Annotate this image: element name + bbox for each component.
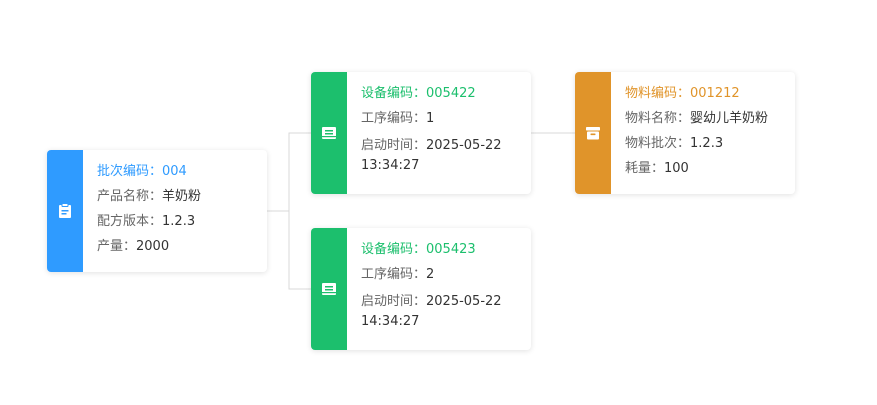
output-quantity-value: 2000 (136, 239, 170, 254)
material-consumption-value: 100 (664, 161, 689, 176)
device-icon (320, 124, 338, 142)
equipment-card-1[interactable]: 设备编码：005422 工序编码：1 启动时间：2025-05-22 13:34… (311, 72, 531, 194)
equipment-code-value: 005423 (426, 242, 476, 257)
material-consumption: 耗量：100 (625, 161, 783, 177)
archive-box-icon (584, 124, 602, 142)
process-code-label: 工序编码： (361, 111, 427, 126)
material-batch: 物料批次：1.2.3 (625, 136, 783, 152)
process-code: 工序编码：2 (361, 267, 519, 283)
product-name-label: 产品名称： (97, 189, 163, 204)
start-time: 启动时间：2025-05-22 14:34:27 (361, 292, 519, 332)
batch-card[interactable]: 批次编码：004 产品名称：羊奶粉 配方版本：1.2.3 产量：2000 (47, 150, 267, 272)
process-code-value: 2 (426, 267, 435, 282)
process-code: 工序编码：1 (361, 111, 519, 127)
material-card[interactable]: 物料编码：001212 物料名称：婴幼儿羊奶粉 物料批次：1.2.3 耗量：10… (575, 72, 795, 194)
process-code-value: 1 (426, 111, 435, 126)
recipe-version: 配方版本：1.2.3 (97, 214, 255, 230)
start-time-value: 13:34:27 (361, 158, 420, 173)
equipment-card-2[interactable]: 设备编码：005423 工序编码：2 启动时间：2025-05-22 14:34… (311, 228, 531, 350)
connector-batch-to-equipment (267, 132, 311, 290)
equipment-code: 设备编码：005422 (361, 86, 519, 102)
start-time: 启动时间：2025-05-22 13:34:27 (361, 136, 519, 176)
material-name-value: 婴幼儿羊奶粉 (690, 111, 769, 126)
batch-code: 批次编码：004 (97, 164, 255, 180)
equipment-card-strip (311, 228, 347, 350)
material-batch-label: 物料批次： (625, 136, 691, 151)
material-consumption-label: 耗量： (625, 161, 665, 176)
equipment-code-label: 设备编码： (361, 86, 427, 101)
start-date-value: 2025-05-22 (426, 294, 502, 309)
recipe-version-value: 1.2.3 (162, 214, 196, 229)
output-quantity: 产量：2000 (97, 239, 255, 255)
material-code-value: 001212 (690, 86, 740, 101)
clipboard-icon (56, 202, 74, 220)
material-batch-value: 1.2.3 (690, 136, 724, 151)
material-name-label: 物料名称： (625, 111, 691, 126)
device-icon (320, 280, 338, 298)
product-name: 产品名称：羊奶粉 (97, 189, 255, 205)
batch-card-strip (47, 150, 83, 272)
start-time-label: 启动时间： (361, 138, 427, 153)
equipment-code: 设备编码：005423 (361, 242, 519, 258)
output-quantity-label: 产量： (97, 239, 137, 254)
batch-code-label: 批次编码： (97, 164, 163, 179)
batch-code-value: 004 (162, 164, 187, 179)
equipment-card-strip (311, 72, 347, 194)
material-code-label: 物料编码： (625, 86, 691, 101)
material-card-strip (575, 72, 611, 194)
start-date-value: 2025-05-22 (426, 138, 502, 153)
equipment-code-label: 设备编码： (361, 242, 427, 257)
process-code-label: 工序编码： (361, 267, 427, 282)
product-name-value: 羊奶粉 (162, 189, 202, 204)
material-name: 物料名称：婴幼儿羊奶粉 (625, 111, 783, 127)
start-time-value: 14:34:27 (361, 314, 420, 329)
material-code: 物料编码：001212 (625, 86, 783, 102)
recipe-version-label: 配方版本： (97, 214, 163, 229)
start-time-label: 启动时间： (361, 294, 427, 309)
equipment-code-value: 005422 (426, 86, 476, 101)
